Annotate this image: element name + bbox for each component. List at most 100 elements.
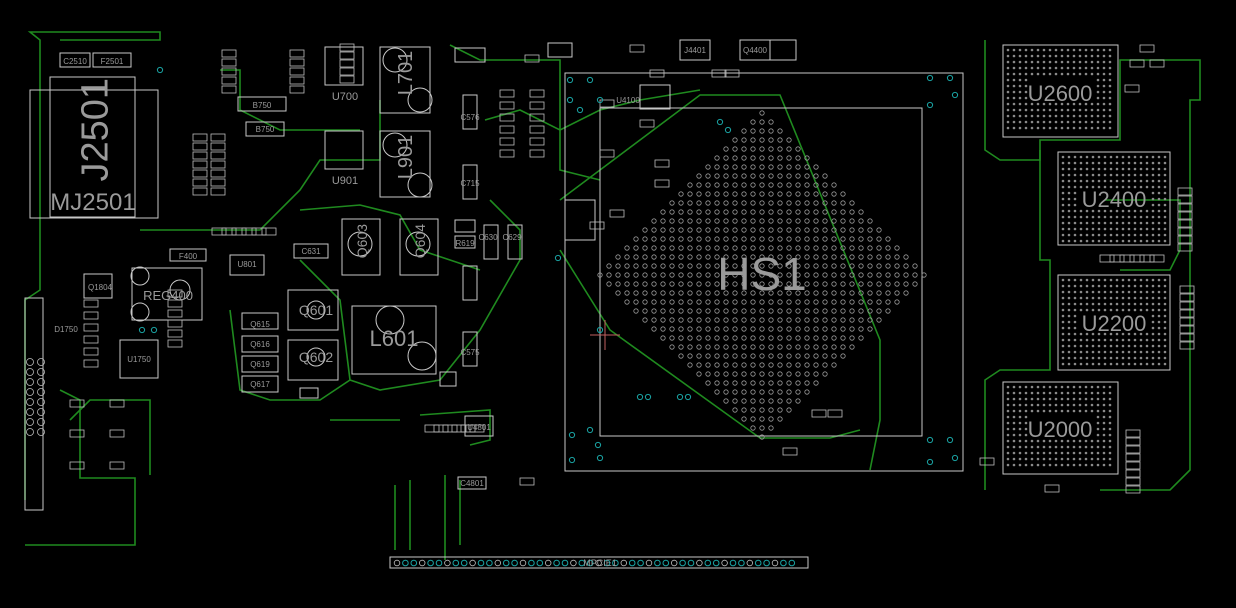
- via: [676, 393, 684, 401]
- bga-ball: [696, 335, 702, 341]
- bga-ball: [1084, 451, 1088, 455]
- bga-ball: [1012, 451, 1016, 455]
- connector-pin: [712, 559, 720, 567]
- via: [594, 441, 602, 449]
- bga-ball: [1073, 308, 1077, 312]
- bga-ball: [1073, 155, 1077, 159]
- bga-ball: [1024, 84, 1028, 88]
- bga-ball: [723, 362, 729, 368]
- bga-ball: [1151, 179, 1155, 183]
- bga-ball: [705, 182, 711, 188]
- bga-ball: [732, 371, 738, 377]
- bga-ball: [678, 254, 684, 260]
- bga-ball: [786, 380, 792, 386]
- bga-ball: [759, 146, 765, 152]
- bga-ball: [696, 308, 702, 314]
- bga-ball: [849, 254, 855, 260]
- bga-ball: [1012, 385, 1016, 389]
- bga-ball: [1151, 233, 1155, 237]
- bga-ball: [1115, 290, 1119, 294]
- bga-ball: [1097, 356, 1101, 360]
- label-minor: C631: [301, 247, 321, 256]
- bga-ball: [1108, 385, 1112, 389]
- bga-ball: [741, 137, 747, 143]
- passive-pad: [83, 299, 99, 308]
- bga-ball: [786, 263, 792, 269]
- bga-ball: [777, 191, 783, 197]
- bga-ball: [732, 281, 738, 287]
- bga-ball: [1096, 120, 1100, 124]
- bga-ball: [741, 398, 747, 404]
- bga-ball: [1108, 397, 1112, 401]
- bga-ball: [840, 326, 846, 332]
- bga-ball: [660, 335, 666, 341]
- bga-ball: [786, 344, 792, 350]
- bga-ball: [1151, 290, 1155, 294]
- bga-ball: [741, 182, 747, 188]
- bga-ball: [714, 182, 720, 188]
- bga-ball: [813, 164, 819, 170]
- bga-ball: [642, 290, 648, 296]
- bga-ball: [1163, 308, 1167, 312]
- bga-ball: [759, 200, 765, 206]
- bga-ball: [1102, 451, 1106, 455]
- bga-ball: [1103, 155, 1107, 159]
- bga-ball: [858, 245, 864, 251]
- bga-ball: [1103, 215, 1107, 219]
- bga-ball: [1079, 179, 1083, 183]
- passive-pad: [261, 227, 277, 236]
- component-outline: [229, 254, 265, 276]
- bga-ball: [1067, 173, 1071, 177]
- bga-ball: [705, 218, 711, 224]
- passive-pad: [289, 58, 305, 67]
- bga-ball: [705, 371, 711, 377]
- bga-ball: [1097, 185, 1101, 189]
- passive-pad: [167, 309, 183, 318]
- trace: [484, 89, 701, 131]
- bga-ball: [786, 299, 792, 305]
- component-circle: [375, 305, 405, 335]
- bga-ball: [876, 281, 882, 287]
- bga-ball: [1012, 78, 1016, 82]
- bga-ball: [1060, 120, 1064, 124]
- via: [926, 458, 934, 466]
- bga-ball: [1103, 209, 1107, 213]
- passive-pad: [460, 424, 476, 433]
- bga-ball: [1133, 290, 1137, 294]
- component-circle: [407, 172, 433, 198]
- bga-ball: [1109, 239, 1113, 243]
- bga-ball: [723, 182, 729, 188]
- bga-ball: [1145, 332, 1149, 336]
- bga-ball: [786, 335, 792, 341]
- passive-pad: [289, 76, 305, 85]
- bga-ball: [804, 281, 810, 287]
- label-minor: F2501: [101, 57, 124, 66]
- bga-ball: [1018, 108, 1022, 112]
- label-mj2501: MJ2501: [50, 189, 135, 216]
- bga-ball: [795, 182, 801, 188]
- bga-ball: [1096, 439, 1100, 443]
- bga-ball: [1024, 126, 1028, 130]
- bga-ball: [840, 200, 846, 206]
- bga-ball: [1024, 457, 1028, 461]
- bga-ball: [714, 209, 720, 215]
- bga-ball: [858, 209, 864, 215]
- component-outline: [507, 224, 523, 260]
- bga-ball: [723, 371, 729, 377]
- bga-ball: [867, 308, 873, 314]
- bga-ball: [660, 236, 666, 242]
- bga-ball: [1024, 114, 1028, 118]
- bga-ball: [1060, 409, 1064, 413]
- bga-ball: [1151, 296, 1155, 300]
- bga-ball: [1085, 233, 1089, 237]
- bga-ball: [705, 317, 711, 323]
- bga-ball: [1061, 203, 1065, 207]
- bga-ball: [723, 200, 729, 206]
- bga-ball: [750, 317, 756, 323]
- bga-ball: [1067, 350, 1071, 354]
- bga-ball: [687, 353, 693, 359]
- bga-ball: [741, 191, 747, 197]
- bga-ball: [1048, 48, 1052, 52]
- bga-ball: [1061, 326, 1065, 330]
